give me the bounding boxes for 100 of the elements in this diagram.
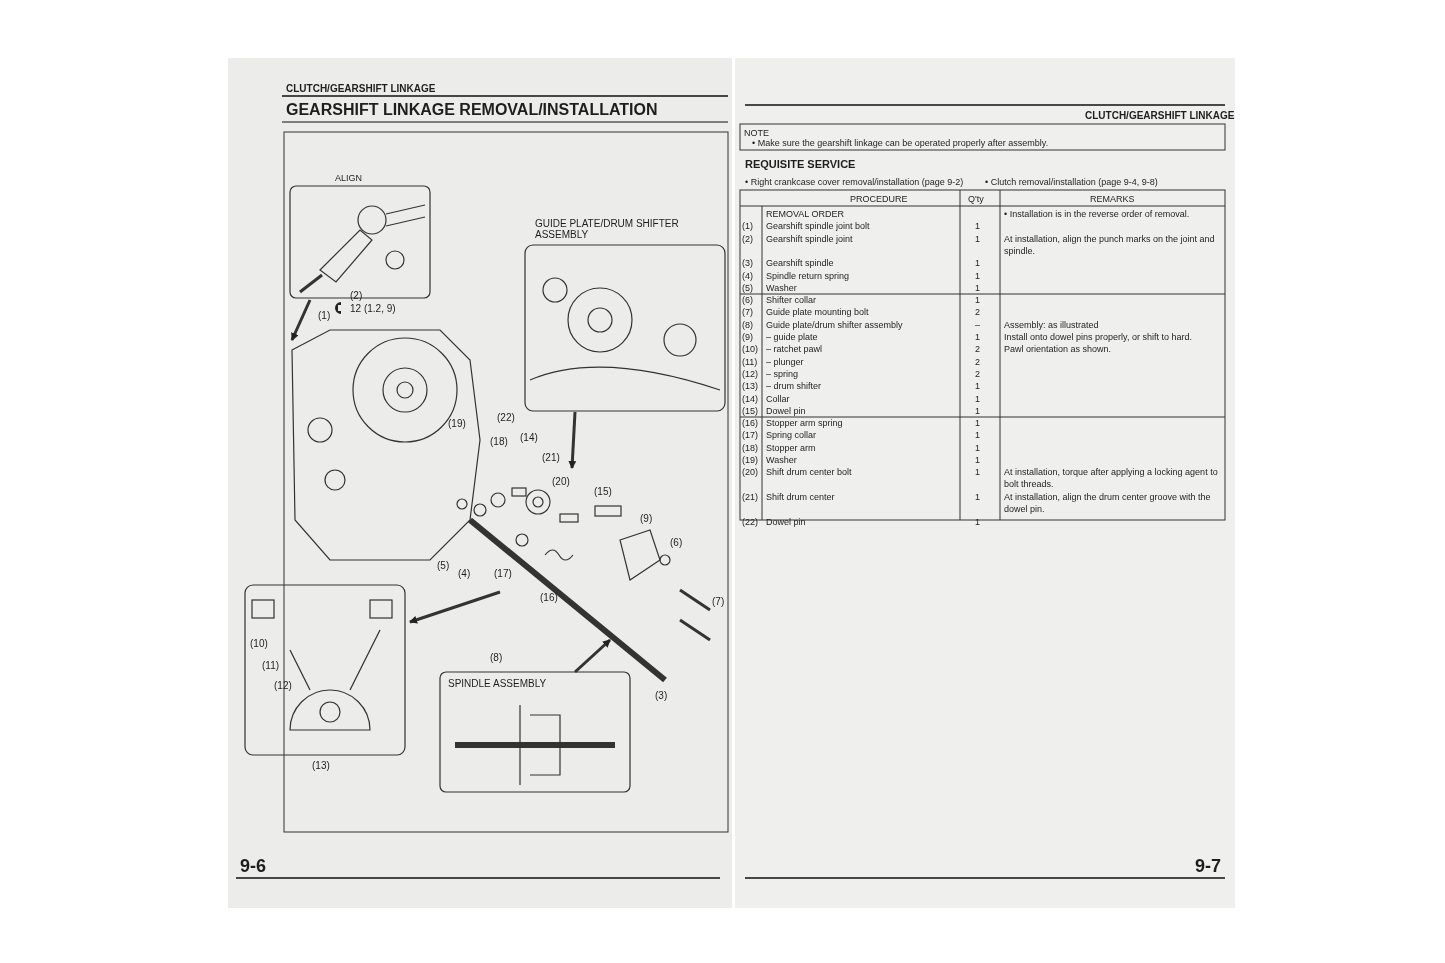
service-item: • Clutch removal/installation (page 9-4, 9-8) [985, 176, 1158, 188]
inset-title: GUIDE PLATE/DRUM SHIFTER ASSEMBLY [535, 218, 680, 240]
torque-value: 12 (1.2, 9) [350, 303, 396, 315]
callout-number: (4) [458, 568, 471, 580]
section-header: CLUTCH/GEARSHIFT LINKAGE [1085, 110, 1235, 122]
item-number: (8) [742, 318, 753, 331]
callout-number: (5) [437, 560, 450, 572]
quantity: 1 [975, 490, 980, 503]
callout-number: (18) [490, 436, 508, 448]
part-name: – drum shifter [766, 380, 823, 393]
part-name: Shift drum center [766, 490, 836, 503]
part-name: Gearshift spindle [766, 257, 835, 270]
quantity: 2 [975, 306, 980, 319]
item-number: (5) [742, 281, 753, 294]
quantity: 1 [975, 269, 980, 282]
quantity: 1 [975, 294, 980, 307]
part-name: Shift drum center bolt [766, 466, 853, 479]
remark: Pawl orientation as shown. [1004, 343, 1113, 356]
part-name: REMOVAL ORDER [766, 208, 845, 220]
item-number: (20) [742, 466, 758, 479]
callout-number: (11) [262, 660, 280, 672]
quantity: 1 [975, 404, 980, 417]
quantity: 1 [975, 232, 980, 245]
item-number: (18) [742, 441, 758, 454]
item-number: (4) [742, 269, 753, 282]
part-name: Guide plate mounting bolt [766, 306, 870, 319]
part-name: Gearshift spindle joint bolt [766, 220, 871, 233]
part-name: Dowel pin [766, 404, 807, 417]
callout-number: (17) [494, 568, 512, 580]
item-number: (21) [742, 490, 758, 503]
item-number: (9) [742, 331, 753, 343]
callout-number: (9) [640, 513, 653, 525]
callout-number: (1) [318, 310, 331, 322]
item-number: (11) [742, 355, 758, 368]
item-number: (7) [742, 306, 753, 319]
item-number: (3) [742, 257, 753, 270]
inset-title: SPINDLE ASSEMBLY [448, 678, 547, 689]
quantity: 1 [975, 454, 980, 466]
item-number: (6) [742, 294, 753, 307]
callout-number: (8) [490, 652, 503, 664]
part-name: – spring [766, 367, 800, 380]
part-name: Shifter collar [766, 294, 818, 307]
note-heading: NOTE [744, 127, 769, 139]
callout-number: (3) [655, 690, 668, 702]
callout-number: (16) [540, 592, 558, 604]
section-heading: REQUISITE SERVICE [745, 158, 856, 170]
callout-number: (6) [670, 537, 683, 549]
part-name: Washer [766, 454, 798, 466]
quantity: 2 [975, 343, 980, 356]
callout-number: (12) [274, 680, 292, 692]
part-name: Gearshift spindle joint [766, 232, 854, 245]
item-number: (12) [742, 367, 758, 380]
quantity: 1 [975, 441, 980, 454]
quantity: 1 [975, 515, 980, 528]
part-name: – guide plate [766, 331, 819, 343]
column-header: PROCEDURE [850, 193, 908, 205]
item-number: (19) [742, 454, 758, 466]
service-item: • Right crankcase cover removal/installation (page 9-2) [745, 176, 964, 188]
remark: At installation, torque after applying a locking agent to bolt threads. [1004, 466, 1219, 491]
item-number: (22) [742, 515, 758, 528]
part-name: Spring collar [766, 429, 818, 442]
callout-number: (10) [250, 638, 268, 650]
quantity: 1 [975, 331, 980, 343]
remark: Assembly: as illustrated [1004, 318, 1100, 331]
part-name: Guide plate/drum shifter assembly [766, 318, 904, 331]
remark: Install onto dowel pins properly, or shift to hard. [1004, 331, 1193, 343]
part-name: Washer [766, 281, 798, 294]
quantity: 1 [975, 220, 980, 233]
note-text: • Make sure the gearshift linkage can be operated properly after assembly. [752, 137, 1049, 149]
callout-number: (2) [350, 290, 363, 302]
part-name: Dowel pin [766, 515, 807, 528]
callout-number: (13) [312, 760, 330, 772]
item-number: (14) [742, 392, 758, 405]
part-name: Collar [766, 392, 791, 405]
column-header: Q'ty [968, 193, 984, 205]
quantity: 2 [975, 355, 980, 368]
page-number: 9-7 [1195, 856, 1221, 876]
item-number: (2) [742, 232, 753, 245]
quantity: 2 [975, 367, 980, 380]
page-number: 9-6 [240, 856, 266, 876]
part-name: Spindle return spring [766, 269, 851, 282]
quantity: – [975, 318, 980, 331]
quantity: 1 [975, 380, 980, 393]
callout-number: (22) [497, 412, 515, 424]
callout-number: (15) [594, 486, 612, 498]
quantity: 1 [975, 466, 980, 479]
item-number: (1) [742, 220, 753, 233]
part-name: Stopper arm spring [766, 417, 844, 430]
remark: At installation, align the drum center groove with the dowel pin. [1004, 490, 1212, 515]
column-header: REMARKS [1090, 193, 1135, 205]
part-name: Stopper arm [766, 441, 817, 454]
callout-number: (7) [712, 596, 725, 608]
part-name: – ratchet pawl [766, 343, 824, 356]
page-title: GEARSHIFT LINKAGE REMOVAL/INSTALLATION [286, 101, 658, 119]
quantity: 1 [975, 417, 980, 430]
callout-number: (21) [542, 452, 560, 464]
remark: At installation, align the punch marks on the joint and spindle. [1004, 232, 1216, 257]
callout-number: (20) [552, 476, 570, 488]
item-number: (16) [742, 417, 758, 430]
alignment-note: ALIGN [335, 172, 362, 184]
